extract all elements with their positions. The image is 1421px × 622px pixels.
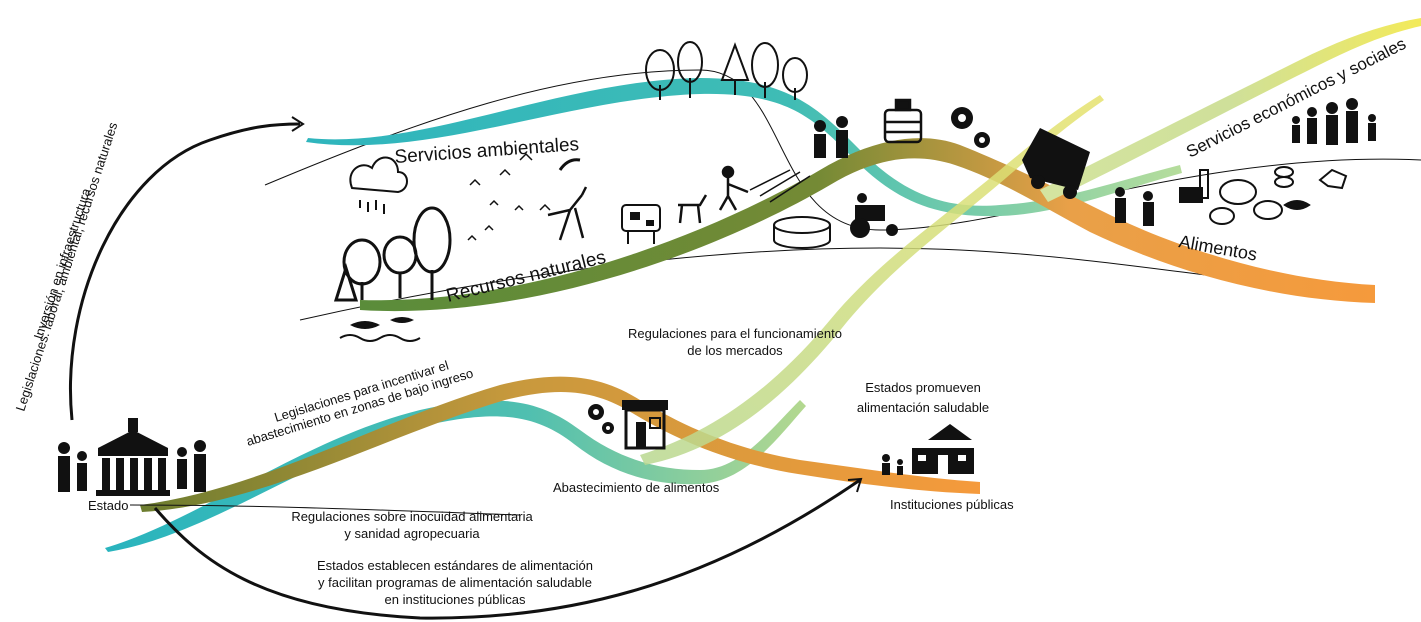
label-estado: Estado — [88, 498, 129, 513]
tractor-icon — [850, 193, 898, 238]
tree-icon — [645, 41, 808, 100]
label-abastecimiento: Abastecimiento de alimentos — [553, 480, 720, 495]
goat-icon — [678, 194, 708, 224]
label-inocuidad-2: y sanidad agropecuaria — [344, 526, 480, 541]
gear-icon — [588, 404, 614, 434]
label-regulaciones-mercados-1: Regulaciones para el funcionamiento — [628, 326, 842, 341]
family-icon — [1115, 98, 1376, 226]
gear-icon — [951, 107, 990, 148]
ribbon-abastecimiento-olive — [140, 376, 980, 512]
cow-icon — [621, 204, 661, 244]
water-tank-icon — [883, 98, 923, 144]
thin-curve-a — [264, 69, 1421, 231]
food-icon — [1179, 166, 1348, 225]
ribbon-yellow-rise — [640, 95, 1104, 465]
shop-icon — [622, 400, 668, 450]
farmers-icon — [814, 116, 848, 158]
bird-icon — [467, 152, 581, 241]
forest-icon — [333, 206, 452, 302]
school-icon — [882, 424, 974, 475]
deer-icon — [547, 186, 588, 241]
label-inocuidad: Regulaciones sobre inocuidad alimentaria… — [262, 508, 562, 542]
label-estandares-3: en instituciones públicas — [384, 592, 526, 607]
label-estados-promueven-2: alimentación saludable — [856, 400, 990, 415]
label-estados-promueven: Estados promueven alimentación saludable — [838, 378, 1008, 418]
label-estados-promueven-1: Estados promueven — [865, 380, 981, 395]
truck-icon — [1022, 128, 1090, 199]
arrow-head-bottom — [847, 477, 863, 493]
ribbon-abastecimiento-teal — [105, 400, 806, 552]
label-regulaciones-mercados: Regulaciones para el funcionamiento de l… — [600, 325, 870, 359]
label-estandares-1: Estados establecen estándares de aliment… — [316, 558, 594, 573]
people-icon — [58, 440, 206, 492]
farmer-icon — [718, 165, 811, 211]
label-regulaciones-mercados-2: de los mercados — [687, 343, 783, 358]
ribbon-servicios-ambientales — [306, 78, 1182, 217]
label-instituciones-publicas: Instituciones públicas — [890, 497, 1014, 512]
thin-line-estado — [129, 504, 521, 516]
government-building-icon — [96, 418, 170, 496]
ribbon-recursos-naturales — [360, 138, 1375, 312]
label-inocuidad-1: Regulaciones sobre inocuidad alimentaria — [291, 509, 533, 524]
ribbon-servicios-economicos — [1040, 18, 1421, 202]
cloud-rain-icon — [349, 156, 408, 214]
arrow-estado-to-servicios — [69, 122, 301, 421]
fish-tank-icon — [773, 216, 831, 249]
arrow-estado-to-instituciones — [153, 478, 861, 620]
label-inversion-2: Legislaciones: laboral, ambiental, recur… — [13, 120, 121, 413]
label-estandares-2: y facilitan programas de alimentación sa… — [318, 575, 592, 590]
fish-icon — [339, 317, 421, 342]
label-estandares: Estados establecen estándares de aliment… — [280, 557, 630, 608]
arrow-head-top — [291, 116, 305, 132]
